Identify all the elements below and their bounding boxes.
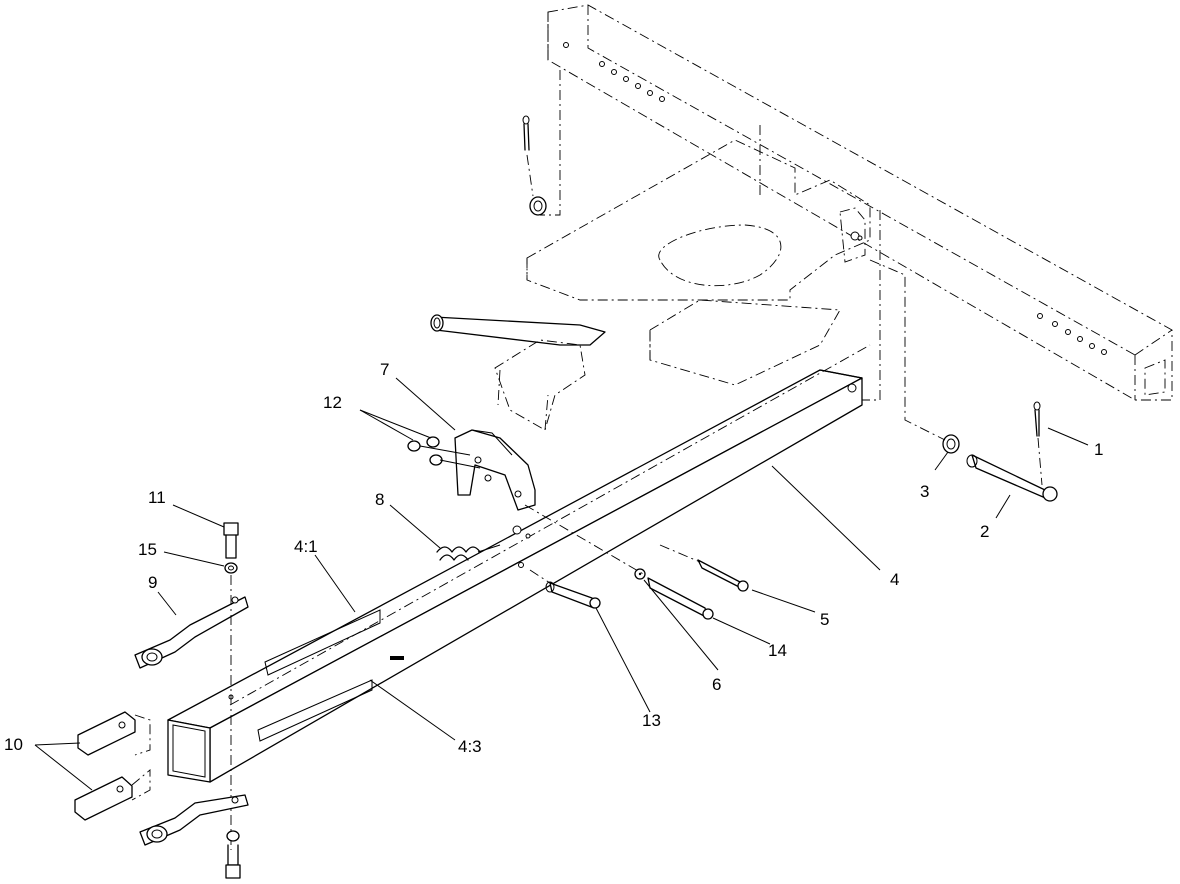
lever-tube <box>430 314 606 346</box>
callout-9: 9 <box>148 573 157 592</box>
pins-lower <box>524 504 749 620</box>
upper-pin-washer <box>522 115 547 216</box>
hitch-mount-plate-phantom <box>494 139 871 431</box>
bolts-12 <box>407 436 481 469</box>
callout-14: 14 <box>768 641 787 660</box>
tow-plate-upper <box>134 522 249 850</box>
callout-15: 15 <box>138 540 157 559</box>
spring <box>436 544 501 561</box>
hitch-bar <box>167 344 871 783</box>
callout-12: 12 <box>323 393 342 412</box>
callout-1: 1 <box>1094 440 1103 459</box>
callout-4: 4 <box>890 570 899 589</box>
callout-2: 2 <box>980 522 989 541</box>
lower-straps <box>74 711 249 879</box>
callout-7: 7 <box>380 360 389 379</box>
callout-4-3: 4:3 <box>458 737 482 756</box>
callout-5: 5 <box>820 610 829 629</box>
callout-6: 6 <box>712 675 721 694</box>
callout-labels: 1 2 3 4 5 6 7 8 9 10 11 12 13 14 15 4:1 … <box>4 360 1103 756</box>
hitch-pin-assembly <box>869 259 1058 502</box>
callout-4-1: 4:1 <box>294 537 318 556</box>
callout-10: 10 <box>4 735 23 754</box>
latch-bracket <box>454 429 536 511</box>
callout-8: 8 <box>375 490 384 509</box>
rear-frame-phantom <box>540 4 1173 401</box>
leader-lines <box>34 377 1089 791</box>
callout-11: 11 <box>148 488 166 507</box>
decal-4-1 <box>264 609 381 676</box>
decal-4-3 <box>257 679 373 742</box>
callout-3: 3 <box>920 482 929 501</box>
callout-13: 13 <box>642 711 661 730</box>
